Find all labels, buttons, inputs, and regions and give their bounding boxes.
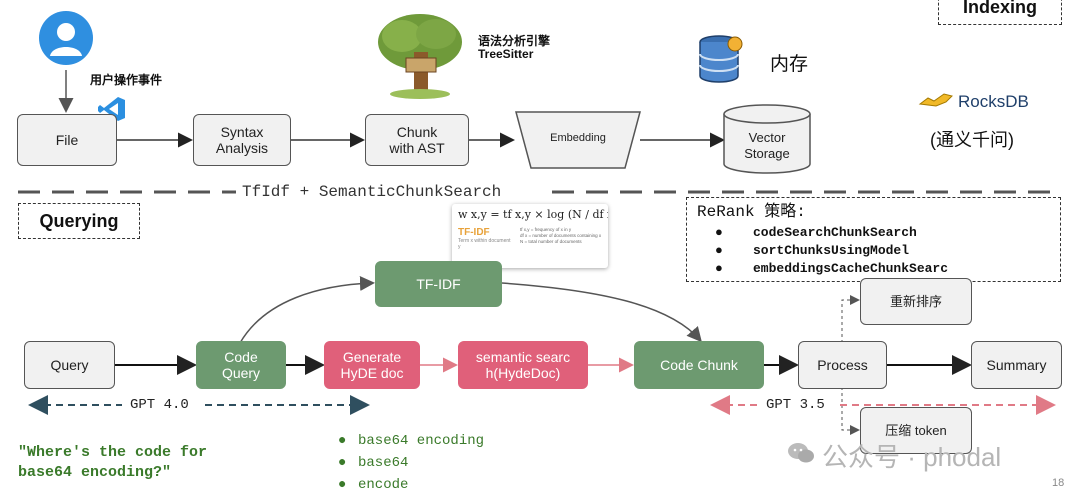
- keyword-item: ●base64: [338, 455, 409, 471]
- file-node: File: [17, 114, 117, 166]
- rerank-strategy-box: ReRank 策略: ●codeSearchChunkSearch ●sortC…: [686, 197, 1061, 282]
- tfidf-formula: w x,y = tf x,y × log (N / df x): [458, 208, 608, 221]
- summary-node: Summary: [971, 341, 1062, 389]
- user-avatar-icon: [38, 10, 94, 66]
- rocksdb-label: RocksDB: [958, 92, 1029, 111]
- rerank-title: ReRank 策略:: [697, 203, 806, 221]
- tfidf-legend-3: N = total number of documents: [520, 239, 582, 244]
- tfidf-to-code-chunk-arrow: [501, 282, 702, 343]
- keyword-item: ●base64 encoding: [338, 433, 485, 449]
- tfidf-legend-2: df x = number of documents containing x: [520, 233, 602, 238]
- tfidf-node: TF-IDF: [375, 261, 502, 307]
- process-to-compress-arrow: [841, 387, 860, 435]
- database-icon: [698, 34, 744, 84]
- tongyi-label: (通义千问): [930, 130, 1014, 150]
- tfidf-formula-card: w x,y = tf x,y × log (N / df x) TF-IDF T…: [452, 204, 608, 268]
- separator-label: TfIdf + SemanticChunkSearch: [242, 183, 502, 201]
- keyword-item: ●encode: [338, 477, 409, 493]
- vscode-icon: [98, 96, 126, 122]
- memory-label: 内存: [770, 54, 809, 75]
- compress-token-node: 压缩 token: [860, 407, 972, 454]
- querying-label: Querying: [39, 210, 119, 231]
- parser-line1: 语法分析引擎: [478, 34, 551, 48]
- code-query-node: Code Query: [196, 341, 286, 389]
- hyde-node: Generate HyDE doc: [324, 341, 420, 389]
- query-node: Query: [24, 341, 115, 389]
- gpt4-label: GPT 4.0: [130, 397, 189, 413]
- wechat-icon: [787, 441, 815, 465]
- embedding-shape: [515, 111, 641, 169]
- rocksdb-logo-icon: [918, 90, 954, 110]
- querying-tag: Querying: [18, 203, 140, 239]
- process-node: Process: [798, 341, 887, 389]
- vector-storage-shape: [723, 104, 811, 174]
- example-question: "Where's the code for base64 encoding?": [18, 444, 208, 481]
- semantic-search-node: semantic search(HydeDoc): [458, 341, 588, 389]
- tfidf-legend-1: tf x,y = frequency of x in y: [520, 227, 572, 232]
- syntax-analysis-node: Syntax Analysis: [193, 114, 291, 166]
- rerank-list: ●codeSearchChunkSearch ●sortChunksUsingM…: [715, 224, 948, 278]
- tfidf-card-title: TF-IDF: [458, 227, 490, 238]
- rerank-item: ●embeddingsCacheChunkSearc: [715, 261, 949, 276]
- code-chunk-node: Code Chunk: [634, 341, 764, 389]
- keyword-list: ●base64 encoding ●base64 ●encode: [338, 430, 484, 496]
- process-to-rerank-arrow: [841, 295, 860, 343]
- gpt35-label: GPT 3.5: [766, 397, 825, 413]
- watermark-text: 公众号 · phodal: [822, 442, 1002, 472]
- tfidf-card-subtitle: Term x within document y: [458, 238, 511, 250]
- chunk-with-ast-node: Chunk with AST: [365, 114, 469, 166]
- embedding-node: Embedding: [550, 132, 606, 144]
- rerank-node: 重新排序: [860, 278, 972, 325]
- indexing-label: Indexing: [962, 0, 1037, 17]
- user-event-label: 用户操作事件: [90, 73, 163, 87]
- code-query-to-tfidf-arrow: [239, 275, 375, 344]
- vector-storage-node: Vector Storage: [744, 130, 790, 161]
- indexing-tag: Indexing: [938, 0, 1062, 25]
- tree-icon: [372, 8, 468, 100]
- rerank-item: ●sortChunksUsingModel: [715, 243, 910, 258]
- rerank-item: ●codeSearchChunkSearch: [715, 225, 917, 240]
- parser-line2: TreeSitter: [478, 47, 534, 61]
- page-number: 18: [1052, 477, 1065, 489]
